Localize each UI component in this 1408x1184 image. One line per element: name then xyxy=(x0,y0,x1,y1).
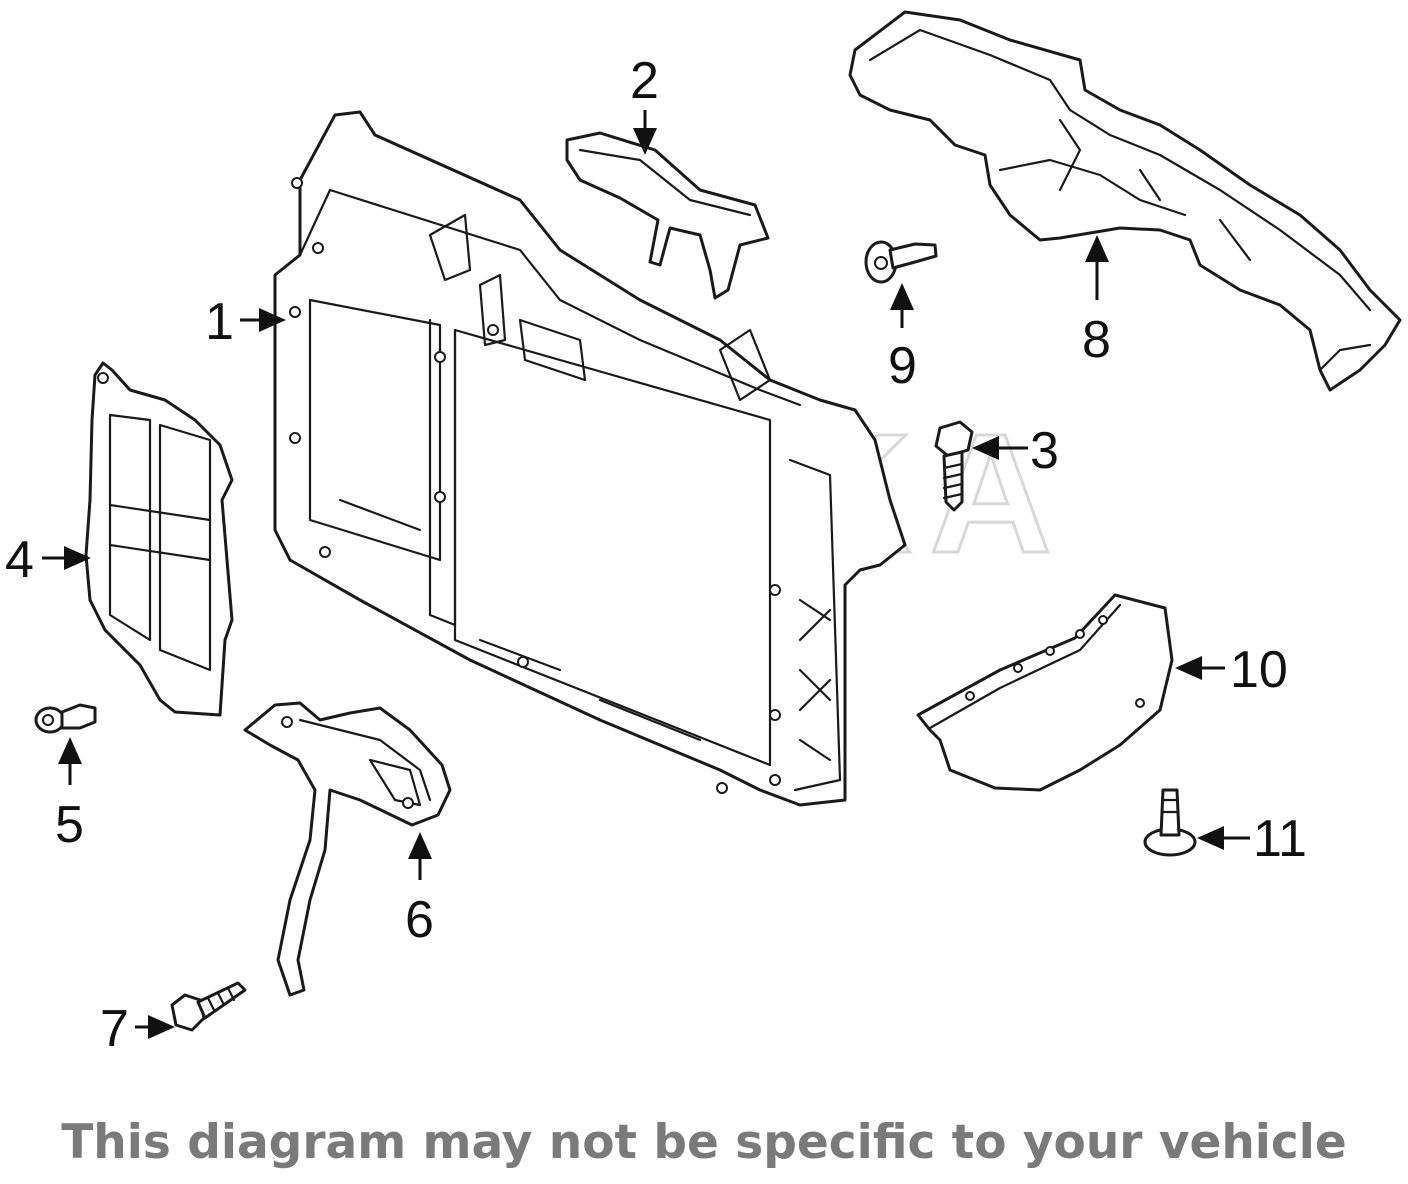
callout-4: 4 xyxy=(5,531,34,589)
callout-11: 11 xyxy=(1253,810,1307,868)
part-11-clip xyxy=(1143,788,1197,857)
part-3-bolt xyxy=(934,420,974,512)
callout-10: 10 xyxy=(1230,641,1288,699)
callout-7: 7 xyxy=(100,1000,129,1058)
part-10-air-guide xyxy=(916,593,1174,792)
callouts: 1 2 3 4 5 6 7 8 9 10 11 xyxy=(5,52,1307,1058)
callout-9: 9 xyxy=(888,337,917,395)
callout-1: 1 xyxy=(205,293,234,351)
callout-3: 3 xyxy=(1030,422,1059,480)
part-8-air-deflector xyxy=(848,10,1402,392)
callout-6: 6 xyxy=(405,891,434,949)
part-7-bolt xyxy=(170,981,247,1032)
part-5-clip xyxy=(34,703,97,734)
part-4-deflector xyxy=(84,361,234,717)
callout-5: 5 xyxy=(55,796,84,854)
callout-8: 8 xyxy=(1082,311,1111,369)
part-9-clip xyxy=(864,240,938,284)
disclaimer-text: This diagram may not be specific to your… xyxy=(61,1115,1347,1170)
part-2-bracket xyxy=(565,131,770,300)
part-6-latch-bracket xyxy=(243,701,452,997)
callout-2: 2 xyxy=(630,52,659,110)
part-1-radiator-support xyxy=(273,110,907,807)
leader-lines xyxy=(42,110,1250,1039)
